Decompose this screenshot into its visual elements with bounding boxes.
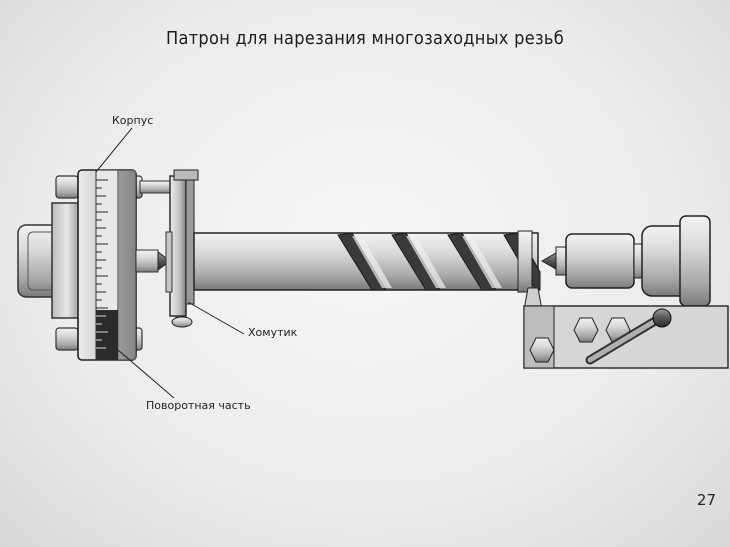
tailstock [540,215,711,307]
left-center [135,249,171,273]
workpiece [193,230,541,293]
spindle-hub [17,202,83,319]
label-rotating-part: Поворотная часть [146,399,251,412]
leader-lines [95,127,245,399]
slide-title: Патрон для нарезания многозаходных резьб [165,28,564,49]
page-number: 27 [696,491,716,509]
chuck-body [77,169,137,361]
label-clamp: Хомутик [248,326,298,339]
tool-post [523,287,729,369]
label-body: Корпус [112,114,154,127]
clamp [165,169,199,328]
